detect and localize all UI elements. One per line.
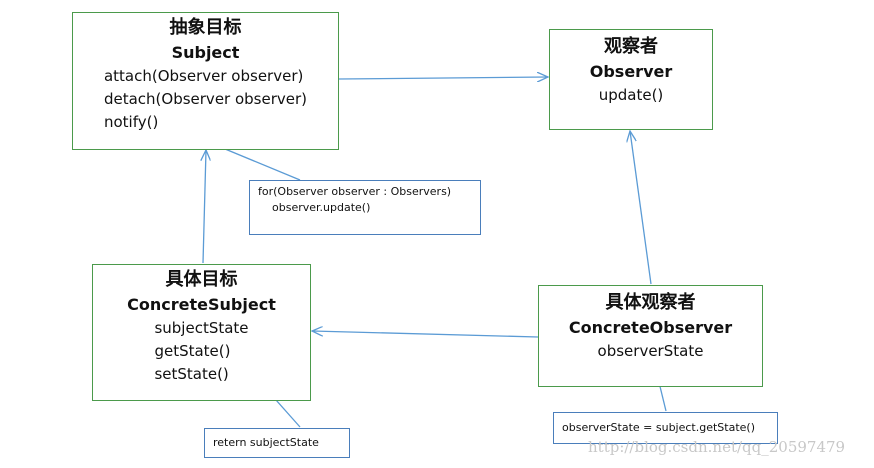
notify-note-line1: for(Observer observer : Observers)	[258, 185, 452, 198]
concrete-observer-title-en: ConcreteObserver	[568, 318, 733, 337]
subject-method-notify: notify()	[103, 113, 159, 131]
observer-title-en: Observer	[589, 62, 673, 81]
subject-title-cn: 抽象目标	[169, 17, 242, 38]
observerstate-note-text: observerState = subject.getState()	[562, 421, 755, 434]
observerstate-note: observerState = subject.getState()	[553, 412, 778, 444]
concrete-observer-title-cn: 具体观察者	[605, 292, 696, 313]
subject-method-attach: attach(Observer observer)	[103, 67, 304, 85]
observer-method-update: update()	[598, 86, 664, 104]
subject-to-observer-arrow	[338, 77, 548, 79]
concrete-observer-field-state: observerState	[597, 342, 704, 360]
concrete-observer-to-observer-arrow	[630, 131, 652, 285]
watermark-url: http://blog.csdn.net/qq_20597479	[588, 438, 846, 456]
concrete-subject-title-en: ConcreteSubject	[127, 295, 276, 314]
concrete-subject-to-subject-arrow	[203, 150, 206, 264]
concrete-subject-method-setstate: setState()	[154, 365, 229, 383]
observer-box: 观察者 Observer update()	[549, 29, 713, 130]
concrete-observer-to-concrete-subject-arrow	[312, 331, 539, 338]
concrete-subject-box: 具体目标 ConcreteSubject subjectState getSta…	[92, 264, 311, 401]
concrete-subject-method-getstate: getState()	[154, 342, 231, 360]
concrete-subject-title-cn: 具体目标	[165, 269, 238, 290]
notify-note-line2: observer.update()	[272, 201, 371, 214]
concrete-observer-box: 具体观察者 ConcreteObserver observerState	[538, 285, 763, 387]
notify-note: for(Observer observer : Observers) obser…	[249, 180, 481, 235]
concrete-subject-field-state: subjectState	[154, 319, 249, 337]
getstate-note-text: retern subjectState	[213, 436, 319, 449]
subject-title-en: Subject	[171, 43, 240, 62]
getstate-note: retern subjectState	[204, 428, 350, 458]
observer-title-cn: 观察者	[604, 36, 658, 57]
subject-method-detach: detach(Observer observer)	[103, 90, 308, 108]
subject-box: 抽象目标 Subject attach(Observer observer) d…	[72, 12, 339, 150]
